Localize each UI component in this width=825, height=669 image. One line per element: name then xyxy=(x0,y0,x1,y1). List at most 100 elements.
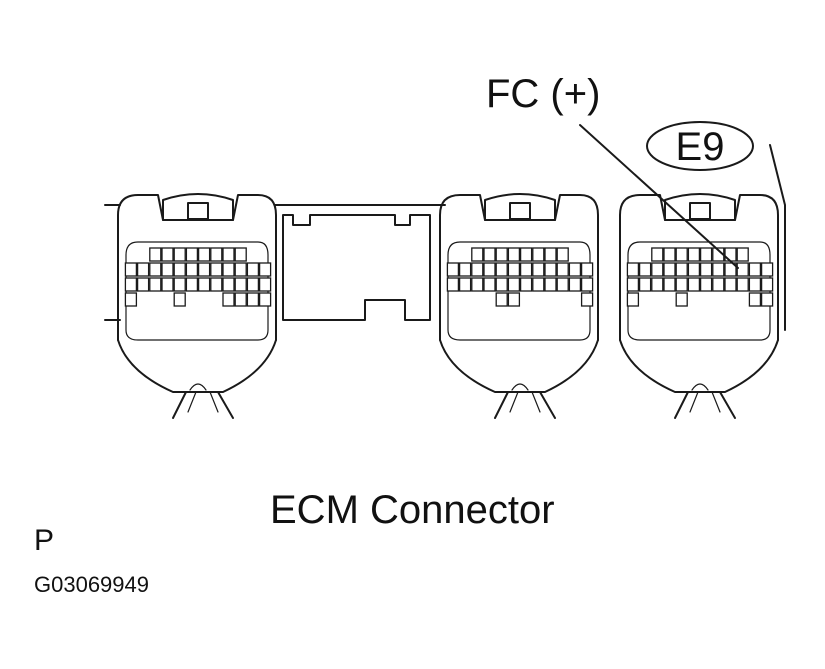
connector-pin xyxy=(234,277,247,292)
connector-pin xyxy=(246,277,260,292)
connector-pin xyxy=(197,262,211,277)
connector-pin xyxy=(712,277,725,292)
connector-pin xyxy=(185,262,199,277)
connector-pin xyxy=(197,277,211,292)
connector-pin xyxy=(651,247,664,262)
connector-latch xyxy=(484,193,556,221)
latch-window xyxy=(689,202,711,220)
connector-pin xyxy=(748,277,762,292)
connector-pin xyxy=(712,262,725,277)
connector-pin xyxy=(258,262,272,277)
connector-pin xyxy=(495,262,508,277)
connector-pin xyxy=(675,292,688,307)
connector-pin xyxy=(234,262,247,277)
connector-1 xyxy=(117,193,277,419)
connector-pin xyxy=(675,277,688,292)
connector-code-label: E9 xyxy=(676,125,725,169)
pin-frame xyxy=(447,241,591,341)
connector-pin xyxy=(161,247,174,262)
connector-pin xyxy=(556,247,569,262)
corner-letter: P xyxy=(34,524,54,557)
connector-pin xyxy=(556,262,569,277)
connector-pin xyxy=(736,277,749,292)
connector-pin xyxy=(544,277,557,292)
connector-pin xyxy=(651,262,664,277)
connector-pin xyxy=(675,247,688,262)
cable-wires xyxy=(509,383,541,413)
connector-pin xyxy=(149,277,162,292)
connector-pin xyxy=(651,277,664,292)
connector-pin xyxy=(197,247,211,262)
cable xyxy=(172,391,234,419)
connector-pin xyxy=(532,262,545,277)
connector-pin xyxy=(699,262,713,277)
connector-pin xyxy=(185,247,199,262)
cable-wires xyxy=(689,383,721,413)
connector-pin xyxy=(471,262,484,277)
connector-pin xyxy=(532,277,545,292)
connector-pin xyxy=(663,277,676,292)
connector-pin xyxy=(173,247,186,262)
connector-pin xyxy=(736,247,749,262)
connector-pin xyxy=(663,262,676,277)
connector-pin xyxy=(544,262,557,277)
connector-pin xyxy=(234,247,247,262)
cable xyxy=(494,391,556,419)
connector-pin xyxy=(519,247,533,262)
cable-wires xyxy=(187,383,219,413)
connector-pin xyxy=(173,292,186,307)
connector-pin xyxy=(136,277,150,292)
connector-pin xyxy=(210,277,223,292)
pin-frame xyxy=(125,241,269,341)
connector-pin xyxy=(495,247,508,262)
connector-3 xyxy=(619,193,779,419)
connector-pin xyxy=(222,247,235,262)
connector-pin xyxy=(760,277,774,292)
connector-pin xyxy=(532,247,545,262)
connector-pin xyxy=(458,277,472,292)
connector-pin xyxy=(687,247,701,262)
connector-pin xyxy=(687,277,701,292)
connector-pin xyxy=(736,262,749,277)
connector-pin xyxy=(446,262,460,277)
connector-pin xyxy=(556,277,569,292)
connector-pin xyxy=(173,277,186,292)
connector-pin xyxy=(161,262,174,277)
connector-pin xyxy=(173,262,186,277)
connector-pin xyxy=(507,262,521,277)
connector-pin xyxy=(760,292,774,307)
pin-frame xyxy=(627,241,771,341)
connector-pin xyxy=(748,262,762,277)
connector-pin xyxy=(471,277,484,292)
connector-pin xyxy=(580,262,594,277)
connector-pin xyxy=(222,277,235,292)
connector-pin xyxy=(446,277,460,292)
cable xyxy=(674,391,736,419)
connector-pin xyxy=(483,262,496,277)
latch-window xyxy=(509,202,531,220)
connector-pin xyxy=(258,277,272,292)
connector-pin xyxy=(687,262,701,277)
connector-pin xyxy=(544,247,557,262)
connector-pin xyxy=(724,262,737,277)
pin-label: FC (+) xyxy=(486,72,600,116)
connector-pin xyxy=(458,262,472,277)
connector-pin xyxy=(222,262,235,277)
connector-pin xyxy=(124,292,138,307)
ecu-housing xyxy=(104,144,786,331)
connector-pin xyxy=(161,277,174,292)
connector-pin xyxy=(568,277,582,292)
connector-pin xyxy=(124,262,138,277)
center-latch-block xyxy=(282,214,431,321)
connector-code-callout: E9 xyxy=(646,121,754,171)
connector-pin xyxy=(246,262,260,277)
connector-latch xyxy=(162,193,234,221)
connector-pin xyxy=(507,247,521,262)
figure-id: G03069949 xyxy=(34,572,149,597)
connector-shroud xyxy=(619,339,779,393)
connector-pin xyxy=(580,292,594,307)
connector-pin xyxy=(519,262,533,277)
leader-line xyxy=(579,124,739,269)
connector-2 xyxy=(439,193,599,419)
